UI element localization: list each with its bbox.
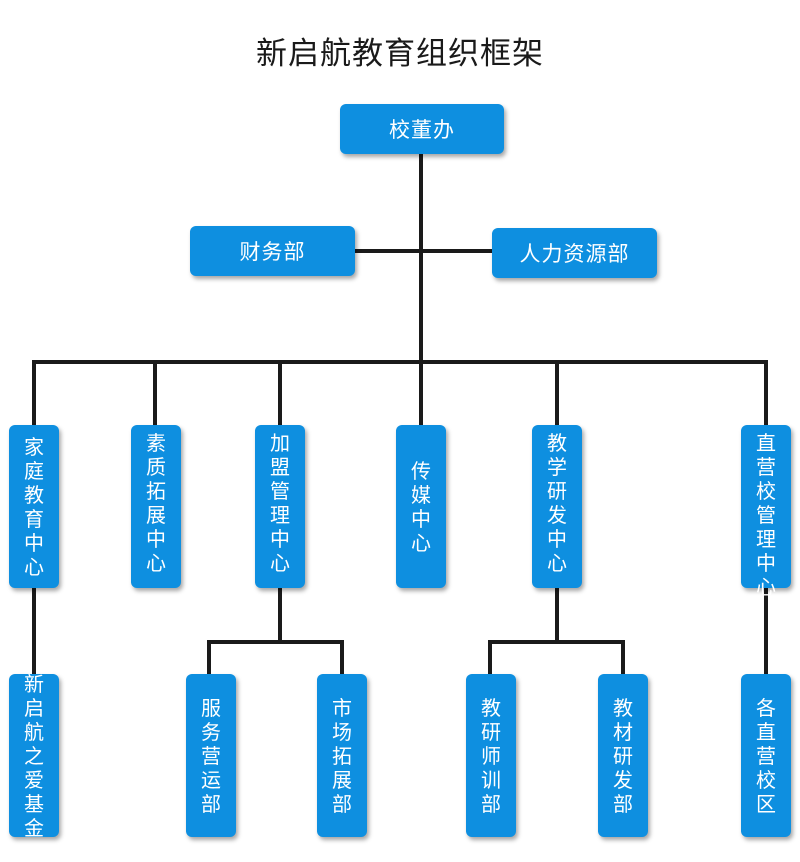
node-family-education-center: 家庭教育中心 [9,425,59,588]
node-franchise-management-center: 加盟管理中心 [255,425,305,588]
node-media-center: 传媒中心 [396,425,446,588]
node-materials-rd-dept: 教材研发部 [598,674,648,837]
node-direct-campuses: 各直营校区 [741,674,791,837]
node-quality-development-center: 素质拓展中心 [131,425,181,588]
chart-title: 新启航教育组织框架 [256,36,544,72]
node-teaching-rd-center: 教学研发中心 [532,425,582,588]
node-hr-dept: 人力资源部 [492,228,657,278]
node-market-development-dept: 市场拓展部 [317,674,367,837]
line-franchise-split [207,586,344,676]
node-campus-management-center: 直营校管理中心 [741,425,791,599]
node-love-fund: 新启航之爱基金 [9,672,59,840]
node-principal-office: 校董办 [340,104,504,154]
node-teacher-training-dept: 教研师训部 [466,674,516,837]
line-teaching-split [488,586,625,676]
node-service-operations-dept: 服务营运部 [186,674,236,837]
node-finance-dept: 财务部 [190,226,355,276]
